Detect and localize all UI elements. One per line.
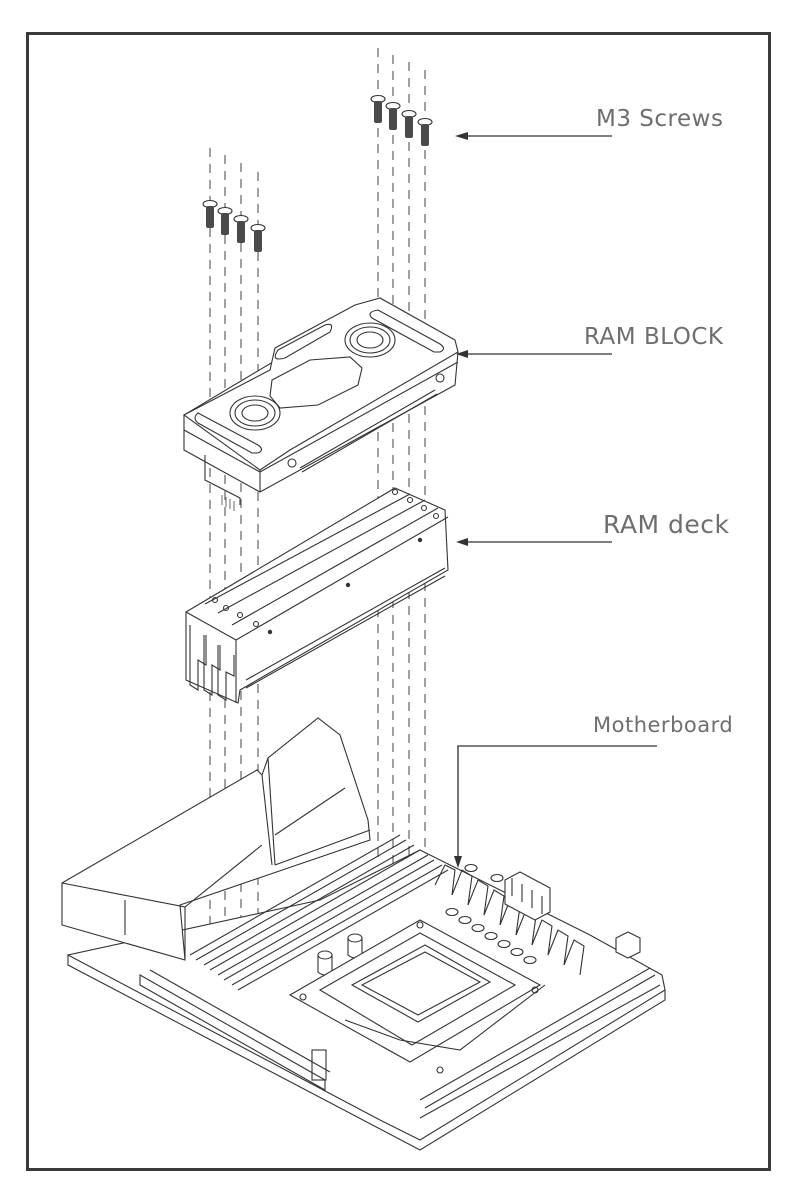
- label-motherboard: Motherboard: [593, 713, 734, 737]
- label-ram-block: RAM BLOCK: [584, 324, 724, 350]
- screw-icon: [233, 214, 249, 243]
- screw-icon: [217, 206, 233, 235]
- label-m3-screws: M3 Screws: [596, 106, 724, 132]
- port-icon: [344, 322, 396, 358]
- m3-screws-left: [202, 199, 266, 252]
- leader-ram-deck: [456, 538, 612, 546]
- screw-icon: [401, 109, 417, 138]
- alignment-lines-right: [377, 48, 426, 875]
- label-ram-deck: RAM deck: [603, 510, 730, 539]
- screw-icon: [370, 94, 386, 123]
- screw-icon: [250, 223, 266, 252]
- dimm-slots: [189, 834, 449, 991]
- m3-screws-right: [370, 94, 433, 146]
- ram-deck-part: [185, 487, 449, 704]
- leader-screws: [455, 132, 612, 140]
- leader-ram-block: [456, 350, 612, 358]
- drawing-frame: [26, 32, 771, 1171]
- screw-icon: [417, 117, 433, 146]
- leader-motherboard: [454, 745, 657, 868]
- leader-lines: [454, 132, 657, 868]
- arrow-icon: [455, 132, 468, 140]
- vrm-heatsink: [434, 864, 585, 976]
- screw-icon: [202, 199, 218, 228]
- vrm-caps: [445, 863, 537, 965]
- motherboard-part: [61, 717, 666, 1151]
- screw-icon: [385, 101, 401, 130]
- arrow-icon: [456, 350, 468, 358]
- ram-block-part: [182, 297, 459, 511]
- arrow-icon: [454, 856, 462, 868]
- arrow-icon: [456, 538, 468, 546]
- port-icon: [229, 395, 281, 431]
